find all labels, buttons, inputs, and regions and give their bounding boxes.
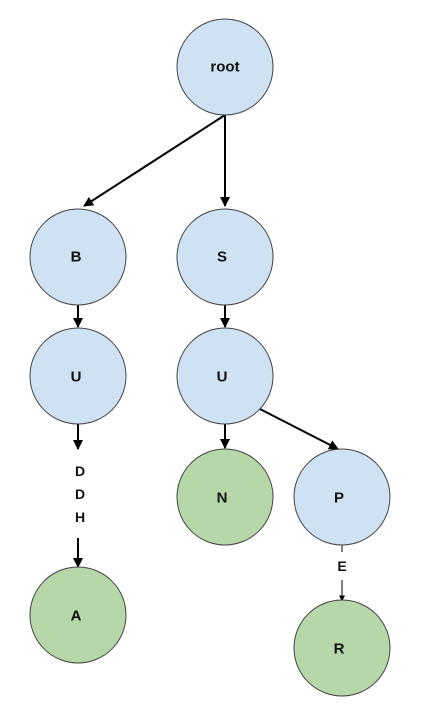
edge-label-char: D bbox=[75, 463, 85, 479]
node-b: B bbox=[29, 208, 127, 306]
node-u-right-label: U bbox=[217, 369, 228, 386]
edges bbox=[73, 114, 345, 602]
edge-u-to-p bbox=[257, 407, 339, 450]
node-r: R bbox=[293, 599, 391, 697]
node-b-label: B bbox=[71, 249, 82, 266]
node-a: A bbox=[29, 566, 127, 664]
node-u-right: U bbox=[176, 327, 274, 425]
node-n-label: N bbox=[217, 490, 228, 507]
node-s: S bbox=[176, 208, 274, 306]
edge-label-char: E bbox=[337, 558, 346, 574]
node-p-circle bbox=[293, 448, 391, 546]
node-root-circle bbox=[176, 18, 274, 116]
node-u-left-circle bbox=[29, 327, 127, 425]
node-b-circle bbox=[29, 208, 127, 306]
node-s-circle bbox=[176, 208, 274, 306]
node-p: P bbox=[293, 448, 391, 546]
node-u-left-label: U bbox=[71, 369, 82, 386]
node-p-label: P bbox=[334, 490, 344, 507]
node-root-label: root bbox=[210, 59, 239, 76]
nodes: root B U A S U N P bbox=[29, 18, 391, 697]
node-a-circle bbox=[29, 566, 127, 664]
node-u-left: U bbox=[29, 327, 127, 425]
node-n: N bbox=[176, 448, 274, 546]
node-a-label: A bbox=[71, 608, 82, 625]
edge-label-char: H bbox=[75, 509, 85, 525]
node-s-label: S bbox=[217, 249, 227, 266]
node-r-label: R bbox=[334, 641, 345, 658]
node-u-right-circle bbox=[176, 327, 274, 425]
edge-root-to-b bbox=[83, 114, 226, 207]
edge-label-char: D bbox=[75, 486, 85, 502]
node-n-circle bbox=[176, 448, 274, 546]
edge-labels: D D H E bbox=[75, 463, 347, 574]
node-r-circle bbox=[293, 599, 391, 697]
node-root: root bbox=[176, 18, 274, 116]
